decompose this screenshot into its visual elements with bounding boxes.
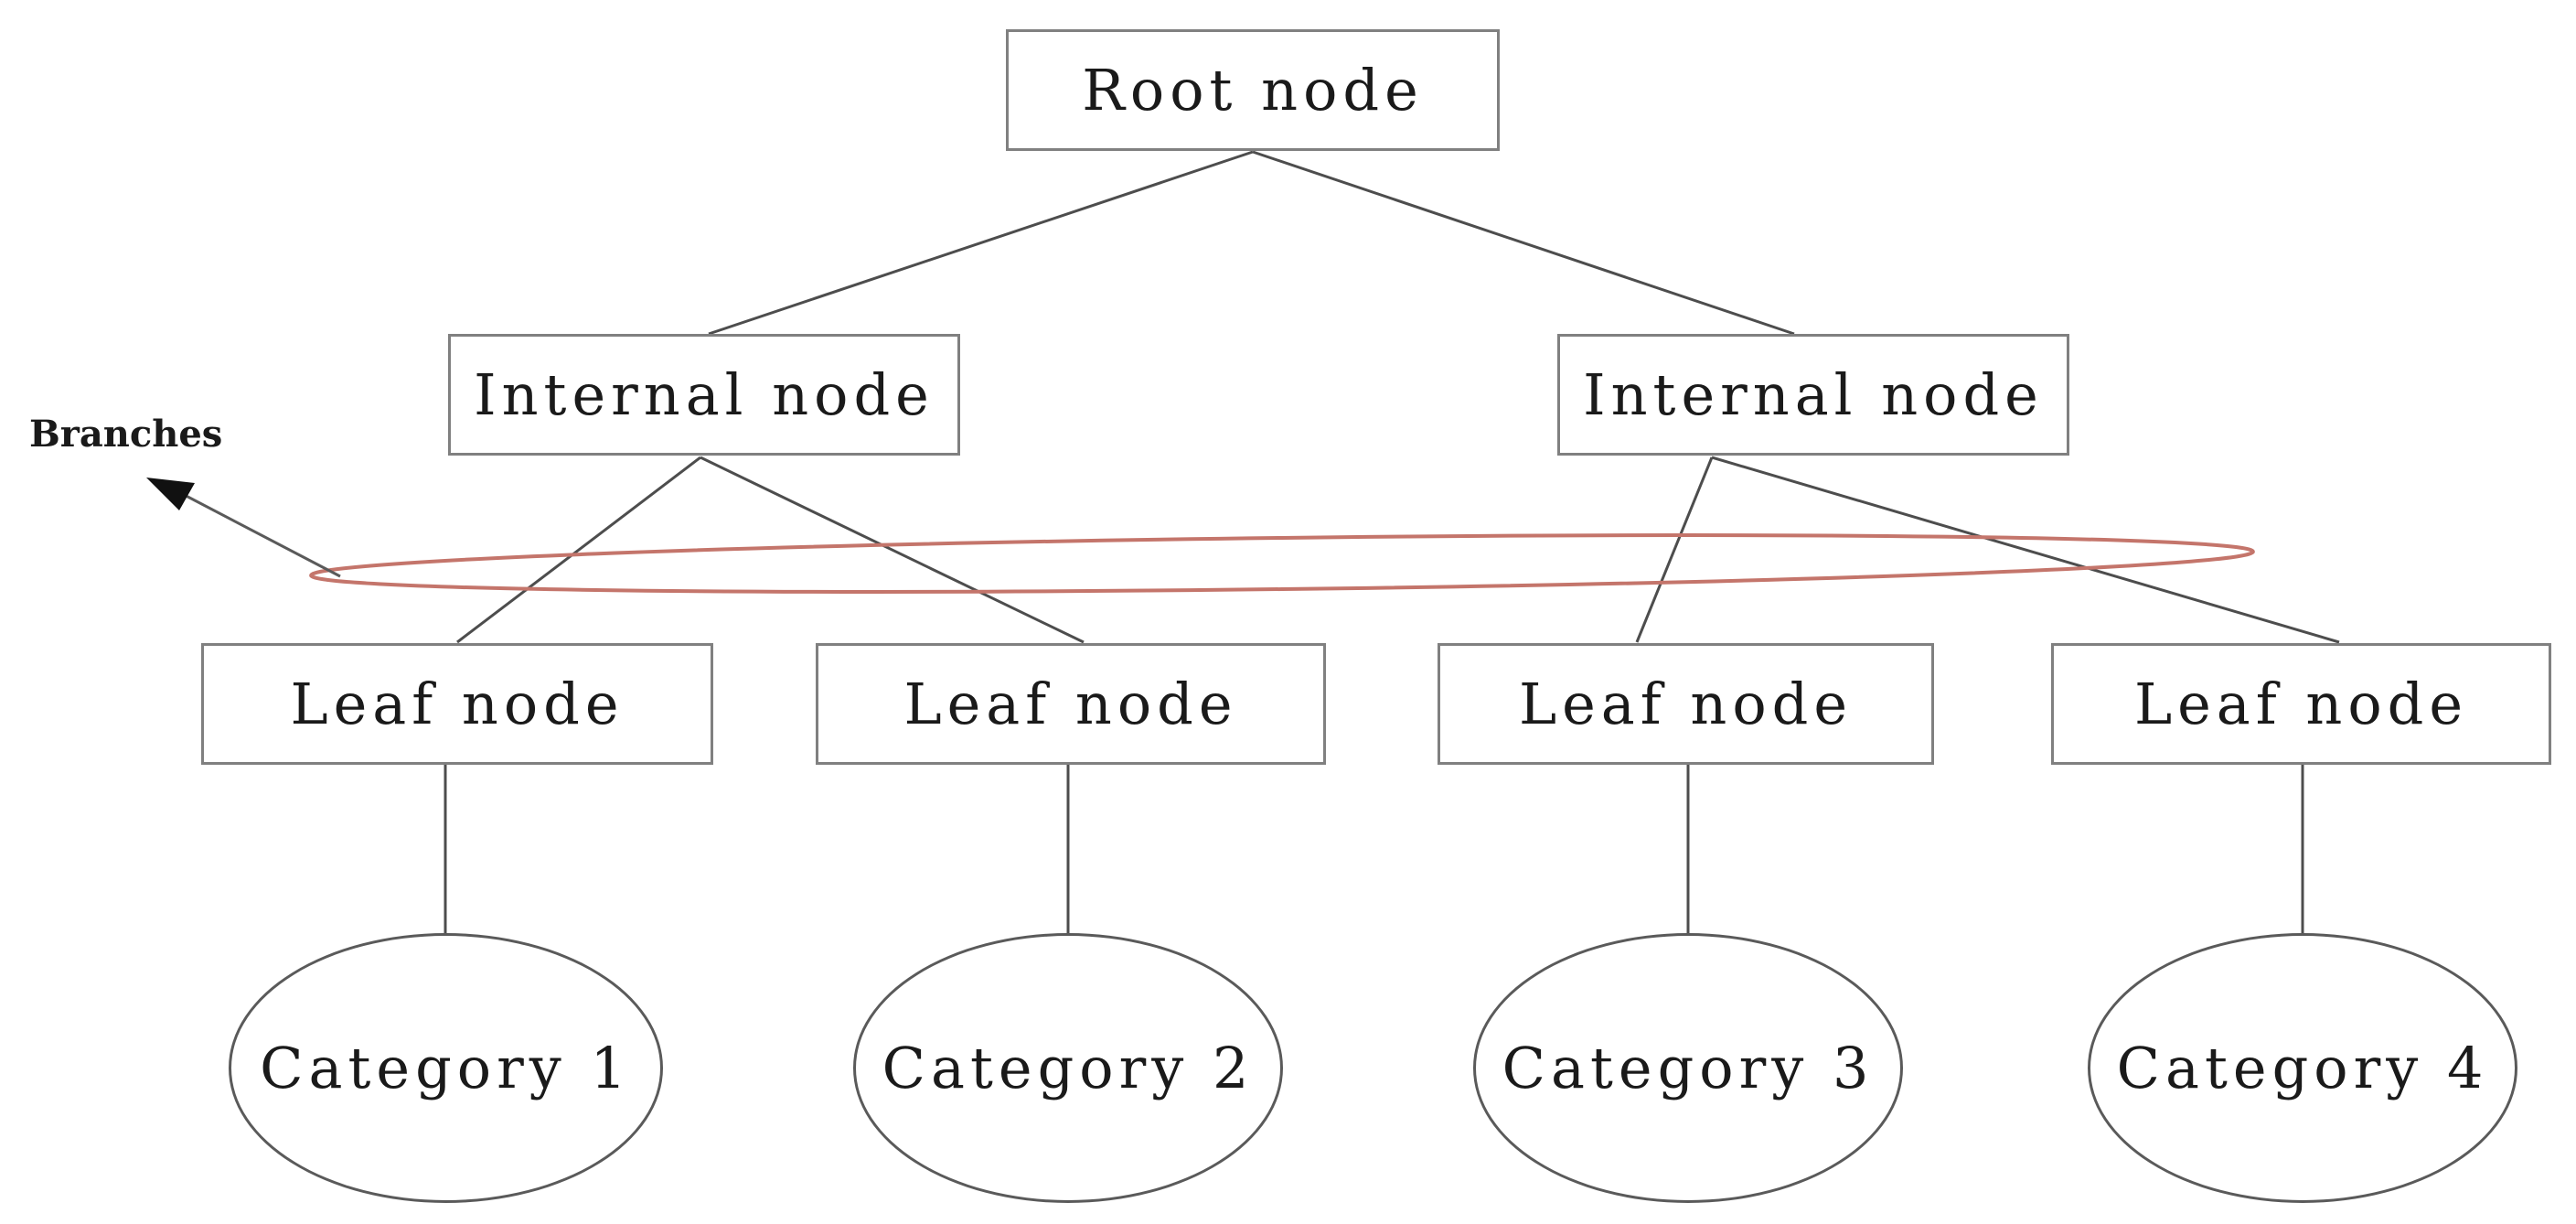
leaf-node-2-label: Leaf node [903,670,1238,737]
branch-internal-left-to-leaf-2 [700,456,1085,644]
category-node-2-label: Category 2 [882,1034,1255,1101]
category-node-2[interactable]: Category 2 [853,933,1283,1203]
leaf-node-2[interactable]: Leaf node [816,643,1326,765]
branches-leader-line [173,488,341,578]
category-node-1[interactable]: Category 1 [229,933,663,1203]
leaf-node-1[interactable]: Leaf node [201,643,713,765]
root-node[interactable]: Root node [1006,29,1500,151]
category-node-4-label: Category 4 [2116,1034,2489,1101]
internal-node-right-label: Internal node [1583,360,2044,428]
branches-highlight-ellipse [309,533,2255,594]
category-node-3-label: Category 3 [1502,1034,1875,1101]
branch-internal-right-to-leaf-3 [1635,456,1714,643]
root-node-label: Root node [1082,56,1424,123]
internal-node-left[interactable]: Internal node [448,334,960,456]
category-node-4[interactable]: Category 4 [2088,933,2517,1203]
leaf-node-3[interactable]: Leaf node [1438,643,1934,765]
internal-node-left-label: Internal node [474,360,935,428]
branch-root-to-internal-left [708,150,1254,336]
branches-arrowhead-icon [146,478,195,510]
branch-internal-right-to-leaf-4 [1711,456,2340,644]
category-node-1-label: Category 1 [260,1034,632,1101]
internal-node-right[interactable]: Internal node [1557,334,2069,456]
leaf-node-1-label: Leaf node [290,670,625,737]
leaf-node-4-label: Leaf node [2133,670,2469,737]
category-node-3[interactable]: Category 3 [1473,933,1903,1203]
branch-root-to-internal-right [1252,150,1795,336]
leaf-node-4[interactable]: Leaf node [2051,643,2551,765]
branches-annotation-label: Branches [29,413,223,456]
leaf-node-3-label: Leaf node [1518,670,1854,737]
branch-internal-left-to-leaf-1 [456,456,701,644]
